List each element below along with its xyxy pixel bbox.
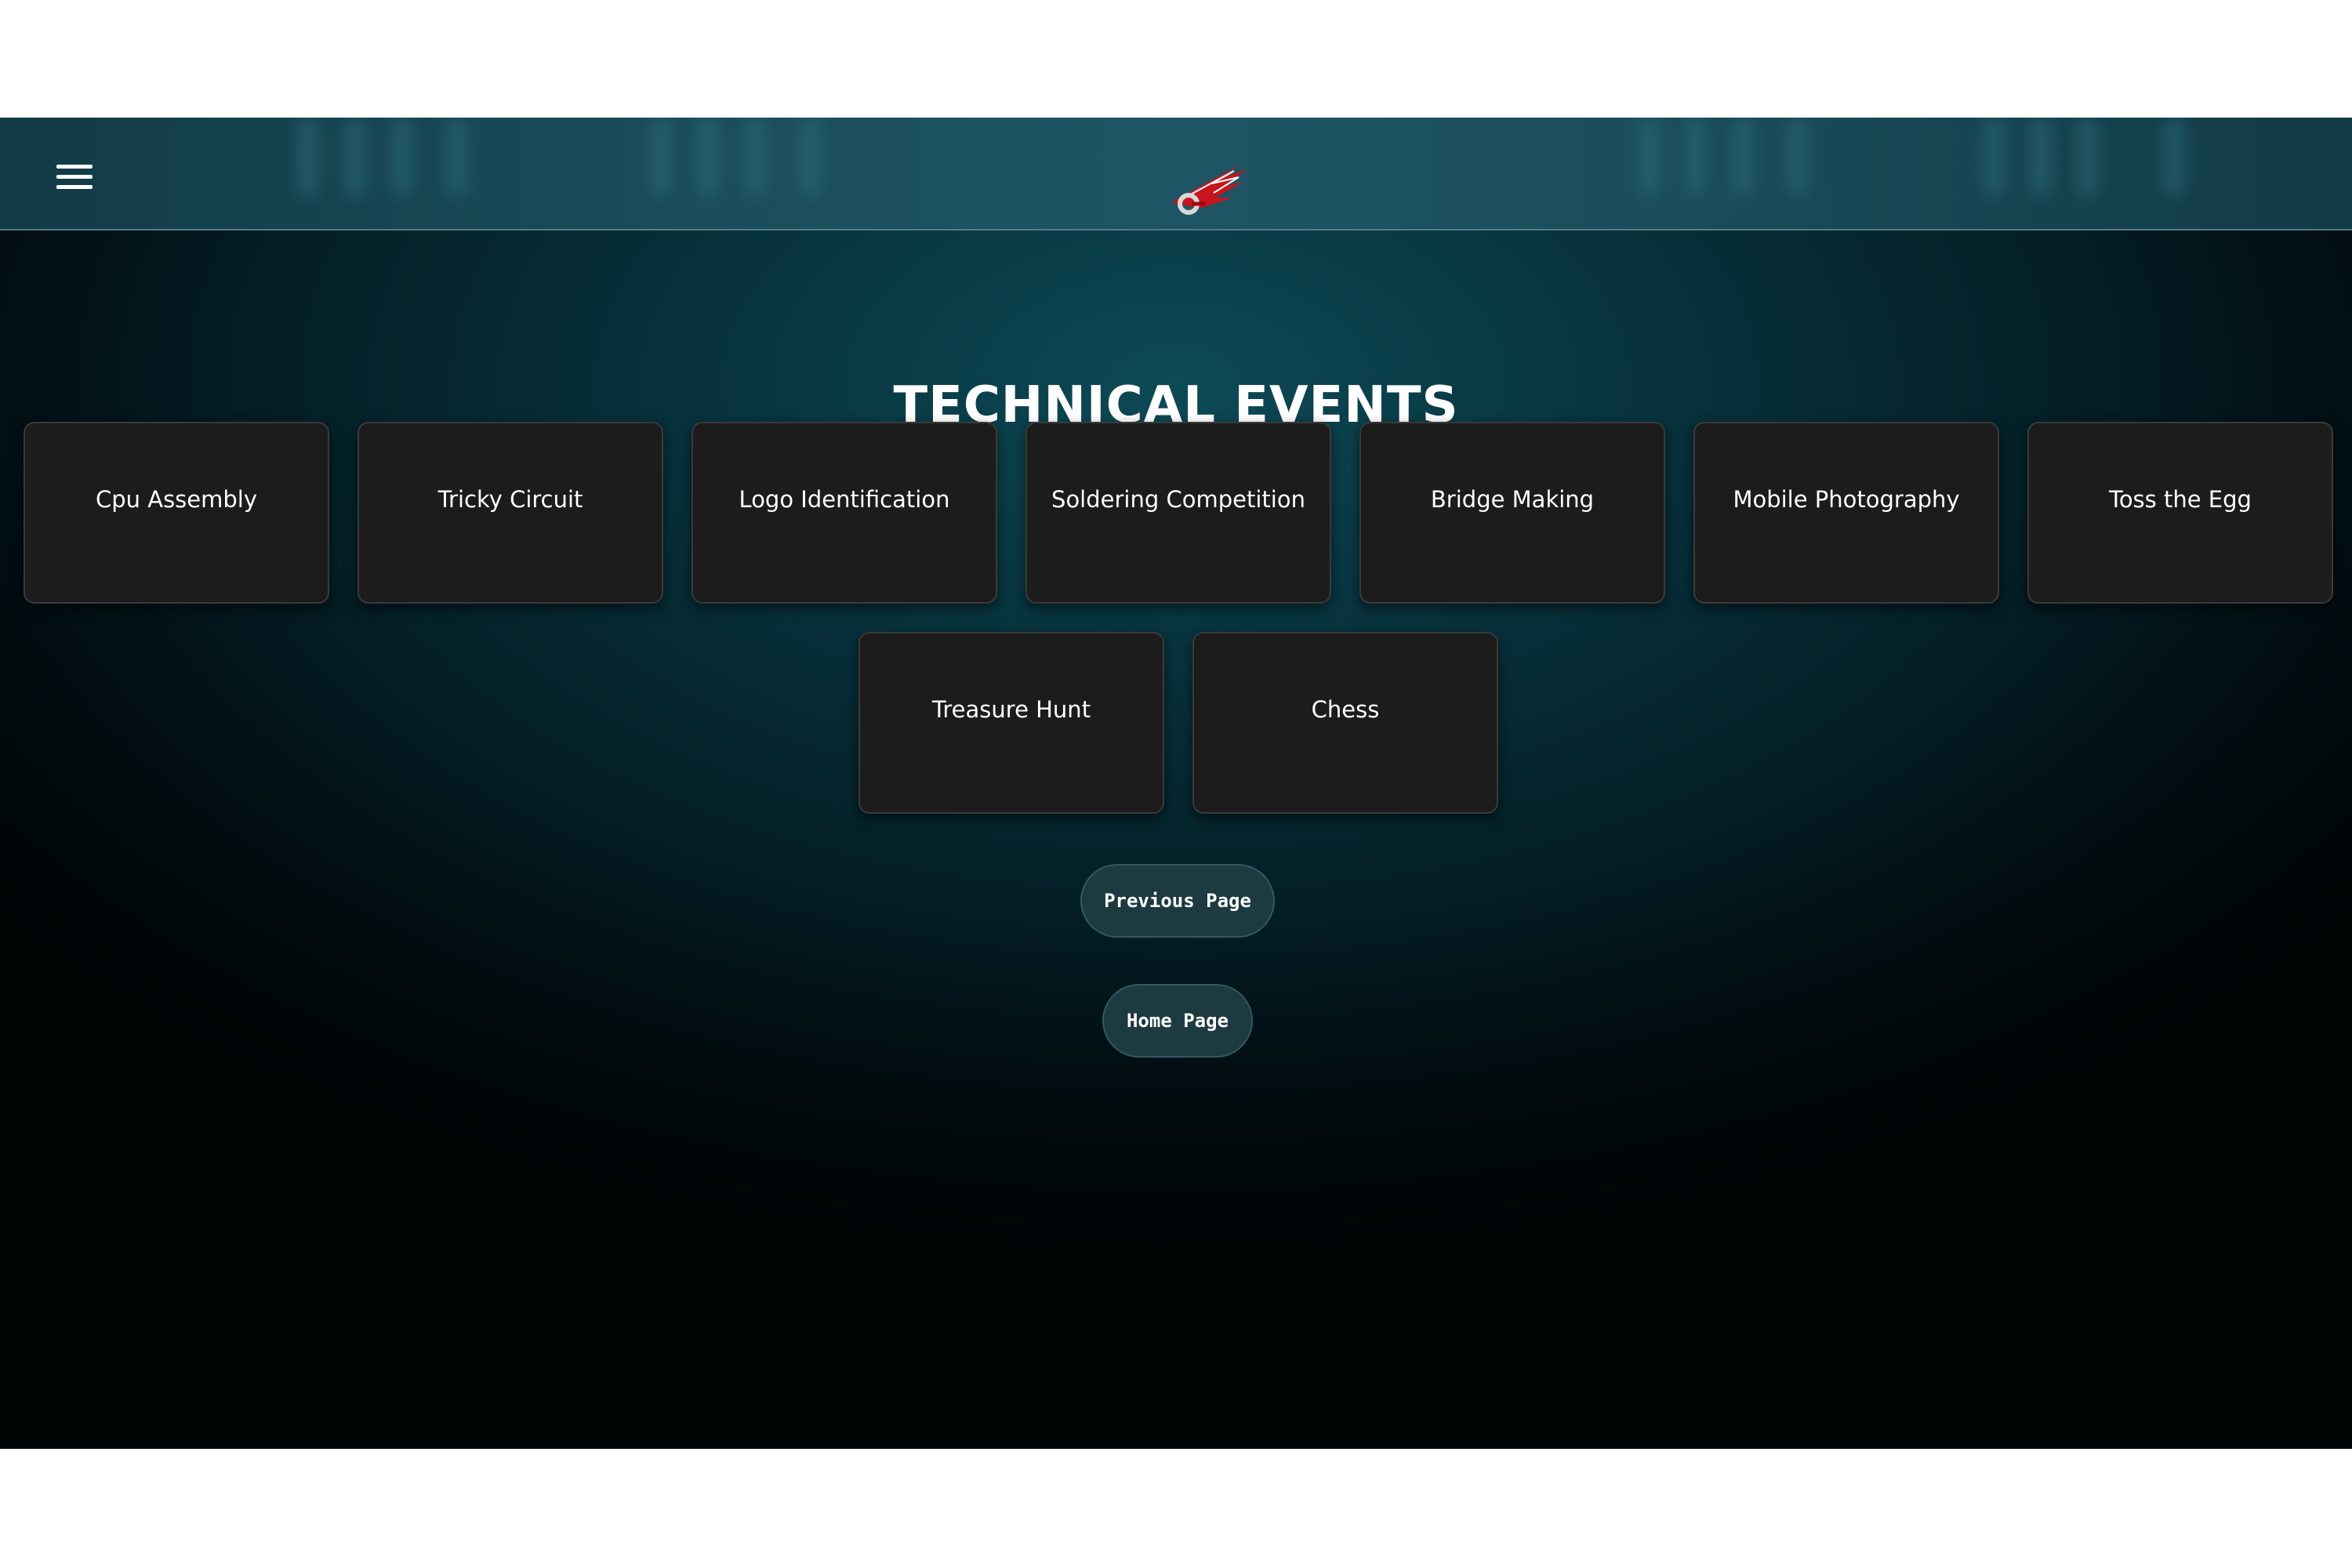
top-navbar [0, 118, 2352, 230]
previous-page-button[interactable]: Previous Page [1080, 864, 1275, 938]
header-decoration [1976, 118, 2211, 196]
event-card[interactable]: Chess [1192, 632, 1498, 814]
event-card[interactable]: Tricky Circuit [358, 422, 663, 604]
event-card[interactable]: Soldering Competition [1025, 422, 1331, 604]
hamburger-menu-icon[interactable] [56, 165, 93, 190]
event-card[interactable]: Toss the Egg [2027, 422, 2333, 604]
header-decoration [290, 118, 525, 196]
home-page-button[interactable]: Home Page [1102, 984, 1253, 1058]
bottom-margin [0, 1449, 2352, 1568]
event-card[interactable]: Logo Identification [691, 422, 997, 604]
event-card[interactable]: Treasure Hunt [858, 632, 1164, 814]
header-decoration [643, 118, 878, 196]
event-card[interactable]: Mobile Photography [1693, 422, 1999, 604]
winged-logo-icon[interactable] [1165, 160, 1250, 223]
event-card[interactable]: Cpu Assembly [24, 422, 329, 604]
top-margin [0, 0, 2352, 118]
event-card[interactable]: Bridge Making [1359, 422, 1665, 604]
header-decoration [1631, 118, 1866, 196]
app-window: TECHNICAL EVENTS Date: 11/3/25 Cpu Assem… [0, 118, 2352, 1449]
